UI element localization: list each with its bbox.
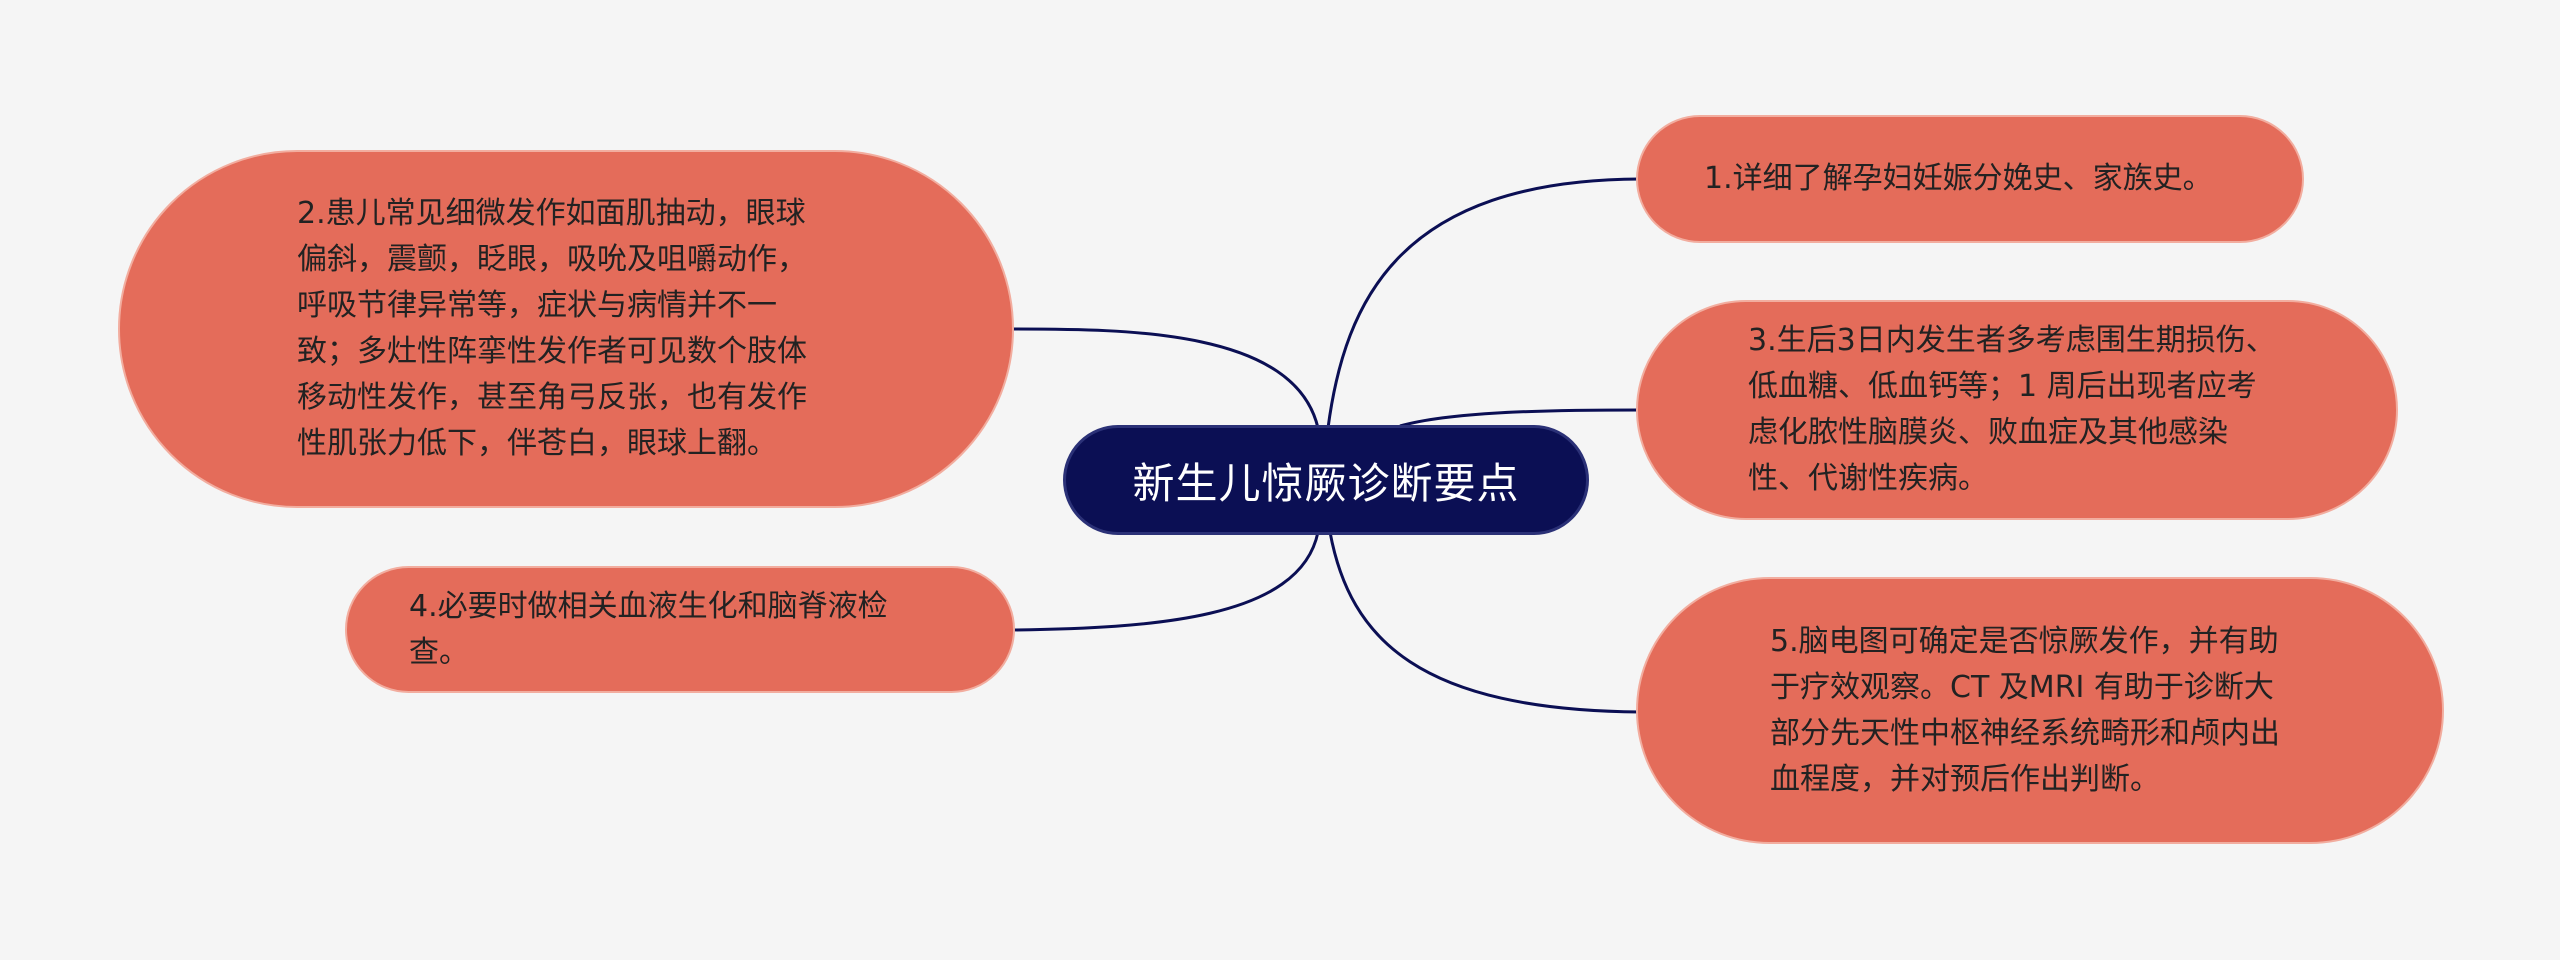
connector-to-topic-5: [1328, 531, 1641, 714]
topic-node-1[interactable]: 1.详细了解孕妇妊娠分娩史、家族史。: [1636, 115, 2304, 243]
topic-2-text: 2.患儿常见细微发作如面肌抽动，眼球偏斜，震颤，眨眼，吸吮及咀嚼动作，呼吸节律异…: [297, 196, 807, 461]
connector-to-topic-3: [1399, 408, 1641, 428]
topic-5-text: 5.脑电图可确定是否惊厥发作，并有助于疗效观察。CT 及MRI 有助于诊断大部分…: [1770, 623, 2280, 797]
central-topic-node[interactable]: 新生儿惊厥诊断要点: [1063, 425, 1589, 535]
connector-to-topic-4: [1011, 531, 1320, 632]
connector-to-topic-2: [1011, 327, 1320, 429]
topic-node-3[interactable]: 3.生后3日内发生者多考虑围生期损伤、低血糖、低血钙等；1 周后出现者应考虑化脓…: [1636, 300, 2398, 520]
topic-3-text: 3.生后3日内发生者多考虑围生期损伤、低血糖、低血钙等；1 周后出现者应考虑化脓…: [1748, 323, 2276, 496]
connector-to-topic-1: [1326, 177, 1641, 429]
topic-node-5[interactable]: 5.脑电图可确定是否惊厥发作，并有助于疗效观察。CT 及MRI 有助于诊断大部分…: [1636, 577, 2444, 844]
topic-1-text: 1.详细了解孕妇妊娠分娩史、家族史。: [1704, 161, 2213, 196]
topic-node-4[interactable]: 4.必要时做相关血液生化和脑脊液检查。: [345, 566, 1015, 693]
topic-node-2[interactable]: 2.患儿常见细微发作如面肌抽动，眼球偏斜，震颤，眨眼，吸吮及咀嚼动作，呼吸节律异…: [118, 150, 1014, 508]
topic-4-text: 4.必要时做相关血液生化和脑脊液检查。: [409, 588, 888, 670]
central-topic-label: 新生儿惊厥诊断要点: [1132, 458, 1520, 508]
